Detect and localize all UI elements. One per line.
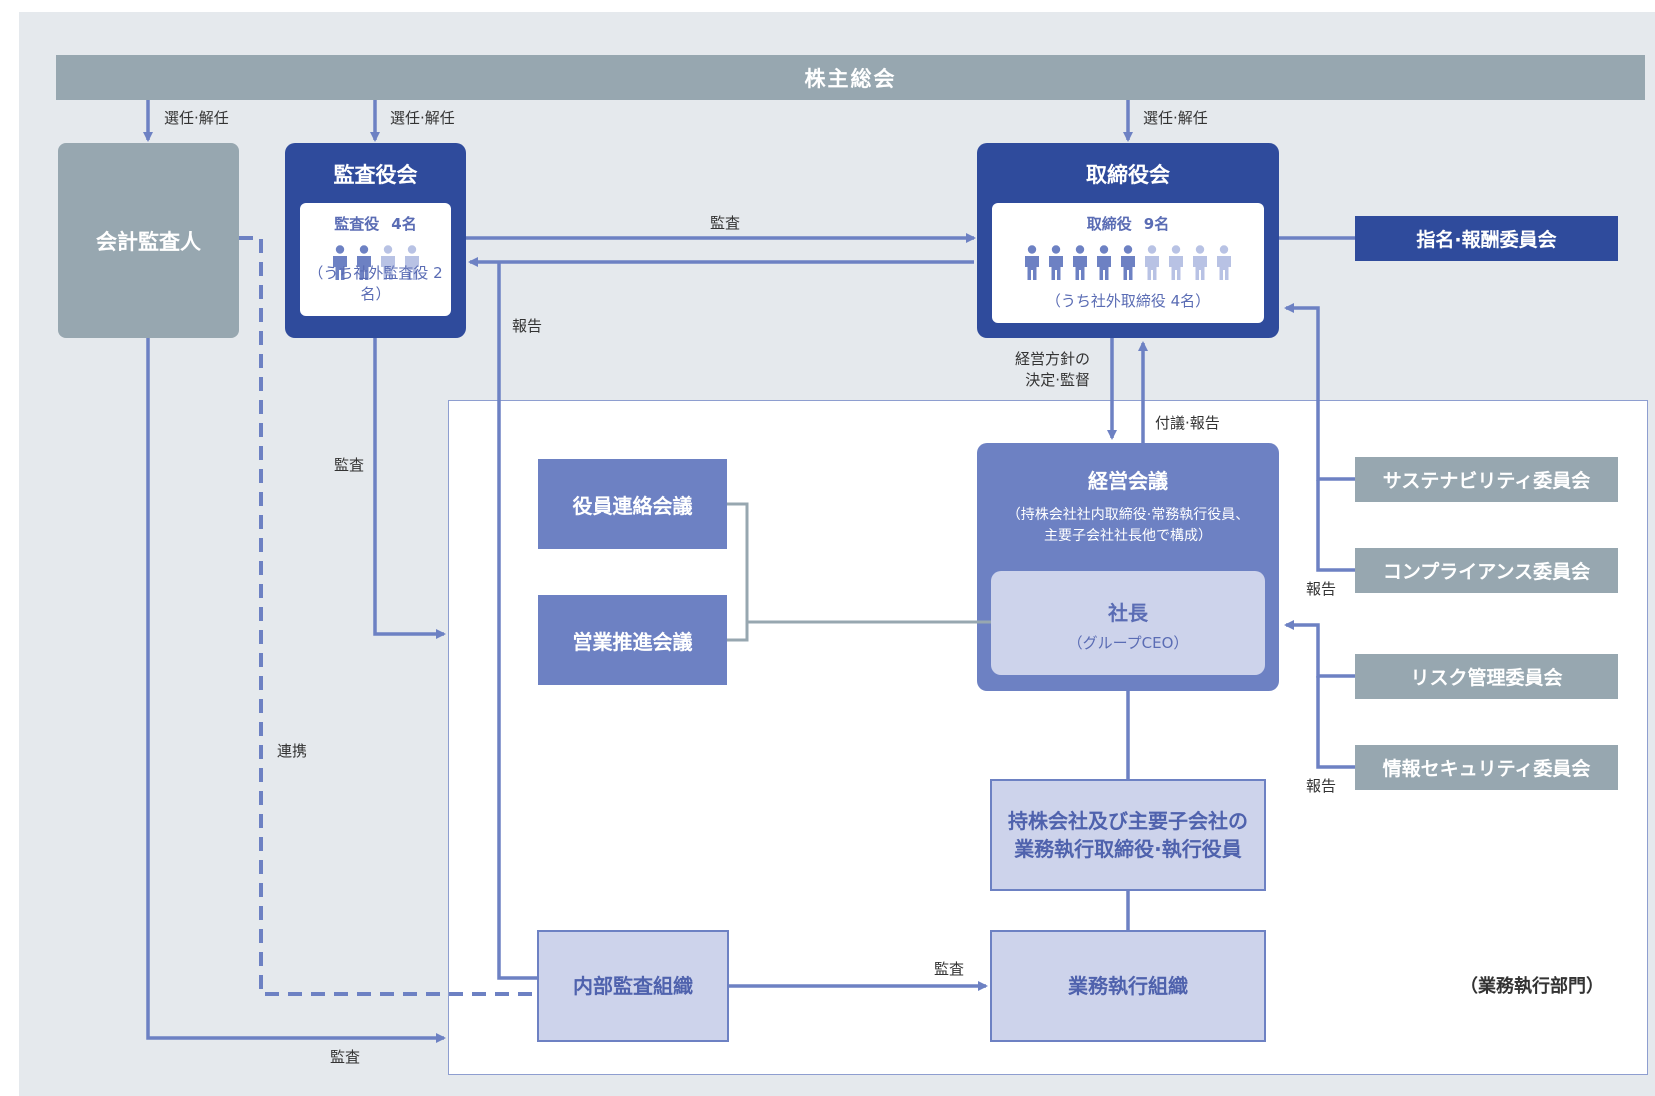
management-meeting-subtitle: （持株会社社内取締役·常務執行役員、 主要子会社社長他で構成） [1006, 507, 1250, 544]
auditor-audit-arrow [146, 338, 446, 1043]
shareholders-meeting: 株主総会 [56, 55, 1645, 100]
person-icon [1097, 245, 1111, 280]
compliance-report-line [1316, 480, 1355, 572]
president-title: 社長 [1108, 601, 1148, 625]
board-members: 取締役 9名 （うち社外取締役 4名） [992, 203, 1264, 323]
label-audit-left: 監査 [334, 456, 365, 474]
officers-liaison-meeting: 役員連絡会議 [538, 459, 727, 549]
label-audit-bottom: 監査 [330, 1048, 361, 1066]
business-execution-org: 業務執行組織 [990, 930, 1266, 1042]
sustainability-report-line [1284, 303, 1355, 481]
person-icon [1145, 245, 1159, 280]
person-icon [404, 245, 419, 280]
management-meeting-title: 経営会議 [1088, 469, 1168, 493]
label-audit-internal: 監査 [934, 960, 965, 978]
person-icon [1025, 245, 1039, 280]
person-icon [1121, 245, 1135, 280]
risk-report-line [1284, 620, 1355, 678]
president-box: 社長 （グループCEO） [991, 571, 1265, 675]
board-people-icons [992, 245, 1264, 283]
person-icon [1169, 245, 1183, 280]
internal-audit-report-line [497, 262, 537, 980]
compliance-committee: コンプライアンス委員会 [1355, 548, 1618, 593]
label-report-committees-1: 報告 [1306, 580, 1337, 598]
person-icon [1049, 245, 1063, 280]
label-elect-auditor: 選任·解任 [164, 109, 229, 127]
executive-officers-box: 持株会社及び主要子会社の 業務執行取締役·執行役員 [990, 779, 1266, 891]
label-proposal-report: 付議·報告 [1155, 414, 1220, 432]
audit-board-note: （うち社外監査役 2名） [308, 264, 443, 303]
audit-people-icons [300, 245, 451, 283]
sustainability-committee: サステナビリティ委員会 [1355, 457, 1618, 502]
information-security-committee: 情報セキュリティ委員会 [1355, 745, 1618, 790]
risk-management-committee: リスク管理委員会 [1355, 654, 1618, 699]
audit-arrow-to-execution [373, 338, 446, 639]
audit-board-members: 監査役 4名 （うち社外監査役 2名） [300, 203, 451, 316]
person-icon [1073, 245, 1087, 280]
audit-member-label: 監査役 [334, 215, 380, 233]
label-elect-board: 選任·解任 [1143, 109, 1208, 127]
board-note: （うち社外取締役 4名） [1045, 292, 1211, 310]
person-icon [1193, 245, 1207, 280]
management-meeting: 経営会議 （持株会社社内取締役·常務執行役員、 主要子会社社長他で構成） 社長 … [977, 443, 1279, 691]
audit-member-count: 4名 [391, 215, 417, 233]
audit-board: 監査役会 監査役 4名 （うち社外監査役 2名） [285, 143, 466, 338]
person-icon [380, 245, 395, 280]
execution-division-label: （業務執行部門） [1460, 976, 1604, 997]
label-report-left: 報告 [512, 317, 543, 335]
president-subtitle: （グループCEO） [1067, 634, 1189, 652]
board-of-directors: 取締役会 取締役 9名 （うち社外取締役 4名） [977, 143, 1279, 338]
sales-promotion-meeting: 営業推進会議 [538, 595, 727, 685]
board-member-count: 9名 [1143, 215, 1170, 233]
coordination-dashed-line [239, 236, 537, 996]
board-title: 取締役会 [1086, 163, 1170, 187]
label-audit-top: 監査 [710, 214, 741, 232]
internal-audit-org: 内部監査組織 [537, 930, 729, 1042]
label-coordination: 連携 [277, 742, 308, 760]
nomination-compensation-committee: 指名·報酬委員会 [1355, 216, 1618, 261]
infosec-report-line [1316, 676, 1355, 769]
person-icon [332, 245, 347, 280]
person-icon [356, 245, 371, 280]
person-icon [1217, 245, 1231, 280]
label-policy: 経営方針の 決定·監督 [1015, 350, 1091, 389]
label-elect-audit-board: 選任·解任 [390, 109, 455, 127]
meetings-bracket [727, 502, 749, 642]
audit-board-title: 監査役会 [333, 163, 418, 187]
label-report-committees-2: 報告 [1306, 777, 1337, 795]
board-member-label: 取締役 [1086, 215, 1132, 233]
accounting-auditor: 会計監査人 [58, 143, 239, 338]
